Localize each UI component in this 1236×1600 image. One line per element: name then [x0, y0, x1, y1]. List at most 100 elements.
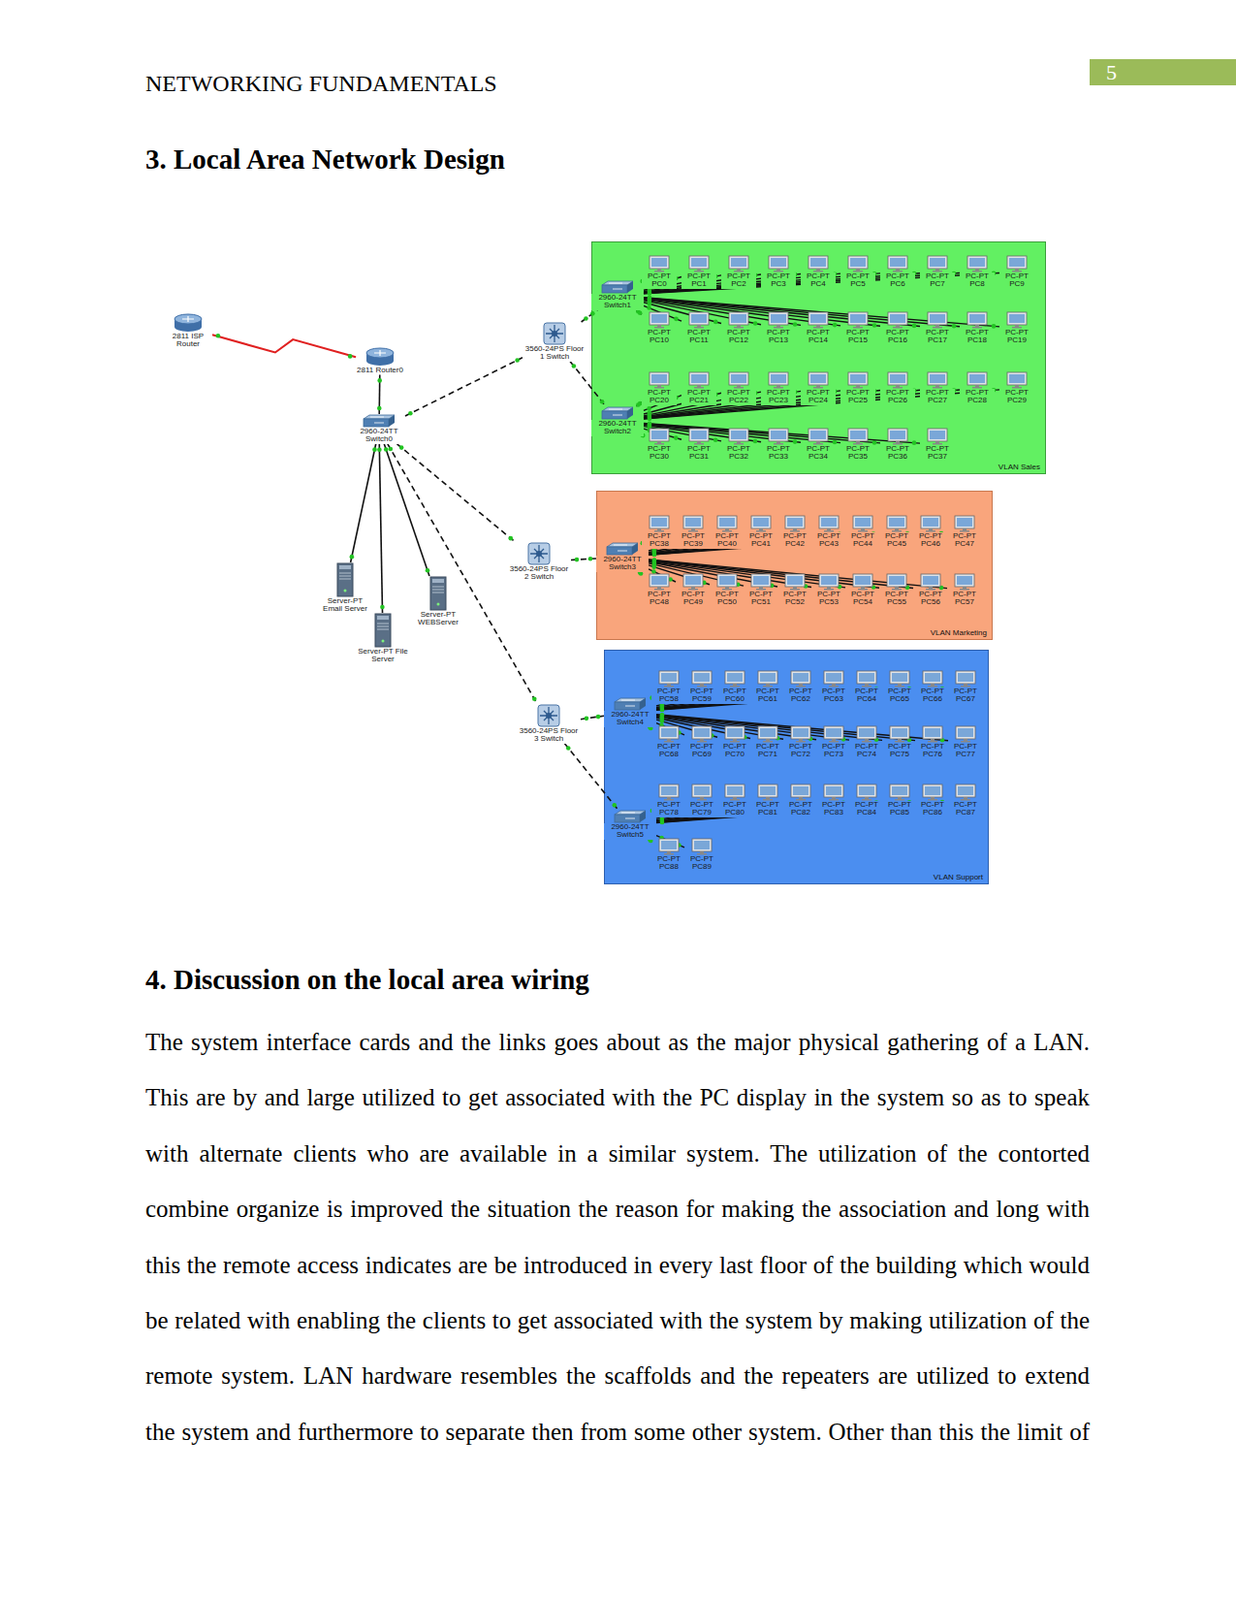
pc-icon	[691, 783, 713, 801]
link-light	[647, 295, 653, 301]
pc-icon	[658, 725, 680, 743]
link-light	[652, 558, 658, 564]
pc-node: PC-PT PC88	[651, 837, 687, 872]
page-number: 5	[1106, 59, 1117, 86]
pc-node: PC-PT PC13	[760, 311, 796, 346]
device-label: PC-PT PC36	[880, 444, 916, 462]
pc-icon	[757, 783, 779, 801]
pc-icon	[757, 669, 779, 688]
link-light	[646, 305, 652, 311]
link-light	[713, 438, 719, 444]
pc-icon	[919, 572, 942, 591]
router-icon	[365, 347, 395, 367]
link-light	[408, 411, 413, 416]
pc-node: PC-PT PC80	[717, 783, 753, 818]
pc-node: PC-PT PC23	[760, 371, 796, 406]
device-label: PC-PT PC58	[651, 687, 687, 704]
pc-node: PC-PT PC60	[717, 669, 753, 704]
device-label: 2960-24TT Switch5	[603, 823, 657, 840]
link-light	[660, 820, 666, 825]
pc-node: PC-PT PC27	[919, 371, 955, 406]
link-light	[647, 289, 653, 295]
device-label: PC-PT PC8	[959, 272, 995, 289]
device-label: PC-PT PC68	[651, 742, 687, 760]
link-light	[652, 552, 658, 558]
pc-icon	[847, 371, 869, 389]
device-label: PC-PT PC29	[999, 388, 1035, 406]
pc-node: PC-PT PC25	[840, 371, 876, 406]
link-light	[647, 415, 653, 421]
pc-node: PC-PT PC51	[743, 572, 779, 607]
pc-icon	[724, 783, 746, 801]
device-label: PC-PT PC38	[641, 532, 677, 549]
pc-node: PC-PT PC17	[919, 311, 955, 346]
link-light	[647, 421, 653, 427]
link-light	[651, 569, 657, 574]
device-label: 3560-24PS Floor 1 Switch	[522, 345, 587, 362]
device-label: PC-PT PC17	[919, 328, 955, 346]
link-light	[377, 446, 382, 452]
crossover-link	[405, 357, 523, 416]
pc-node: PC-PT PC48	[641, 572, 677, 607]
device-label: 2960-24TT Switch4	[603, 710, 657, 728]
device-label: PC-PT PC64	[849, 687, 885, 704]
link-light	[660, 819, 666, 824]
device-label: PC-PT PC51	[743, 590, 779, 607]
device-label: PC-PT PC83	[816, 800, 852, 818]
pc-node: PC-PT PC6	[880, 254, 916, 289]
server-icon	[336, 562, 354, 598]
pc-node: PC-PT PC2	[721, 254, 757, 289]
pc-icon	[648, 572, 670, 591]
link-light	[647, 290, 653, 296]
pc-icon	[888, 669, 911, 688]
pc-node: PC-PT PC43	[811, 514, 847, 549]
device-label: PC-PT PC30	[641, 444, 677, 462]
pc-node: PC-PT PC28	[959, 371, 995, 406]
pc-node: PC-PT PC62	[783, 669, 819, 704]
pc-node: PC-PT PC31	[681, 427, 717, 462]
pc-node: PC-PT PC33	[760, 427, 796, 462]
pc-icon	[887, 254, 909, 273]
device-label: Server-PT File Server	[353, 647, 412, 665]
pc-node: PC-PT PC77	[948, 725, 983, 760]
pc-icon	[921, 669, 944, 688]
device-label: PC-PT PC67	[948, 687, 983, 704]
ethernet-link	[383, 443, 430, 576]
device-label: PC-PT PC40	[709, 532, 745, 549]
pc-icon	[887, 371, 909, 389]
vlan-band: VLAN Marketing2960-24TT Switch3PC-PT PC3…	[596, 490, 993, 640]
pc-icon	[807, 311, 829, 329]
device-label: PC-PT PC55	[879, 590, 915, 607]
pc-icon	[807, 254, 829, 273]
device-label: 2960-24TT Switch1	[591, 293, 644, 311]
device-label: PC-PT PC79	[684, 800, 720, 818]
link-light	[349, 554, 355, 560]
pc-node: PC-PT PC36	[880, 427, 916, 462]
crossover-link	[580, 715, 604, 719]
device-label: PC-PT PC61	[750, 687, 786, 704]
vlan-label: VLAN Support	[933, 872, 983, 882]
pc-icon	[1006, 311, 1028, 329]
pc-node: PC-PT PC58	[651, 669, 687, 704]
device-label: PC-PT PC22	[721, 388, 757, 406]
section-heading: 4. Discussion on the local area wiring	[145, 963, 590, 996]
pc-node: PC-PT PC21	[681, 371, 717, 406]
pc-icon	[888, 783, 911, 801]
pc-node: PC-PT PC38	[641, 514, 677, 549]
pc-node: PC-PT PC4	[800, 254, 836, 289]
link-light	[399, 444, 405, 450]
pc-icon	[886, 572, 908, 591]
device-label: PC-PT PC21	[681, 388, 717, 406]
pc-node: PC-PT PC54	[845, 572, 881, 607]
pc-icon	[658, 783, 680, 801]
link-light	[832, 322, 838, 328]
device-label: PC-PT PC89	[684, 855, 720, 872]
device-label: PC-PT PC81	[750, 800, 786, 818]
device-label: PC-PT PC39	[675, 532, 711, 549]
pc-icon	[790, 669, 812, 688]
device-label: PC-PT PC45	[879, 532, 915, 549]
pc-node: PC-PT PC37	[919, 427, 955, 462]
link-light	[652, 551, 658, 557]
pc-icon	[724, 725, 746, 743]
pc-node: PC-PT PC69	[684, 725, 720, 760]
